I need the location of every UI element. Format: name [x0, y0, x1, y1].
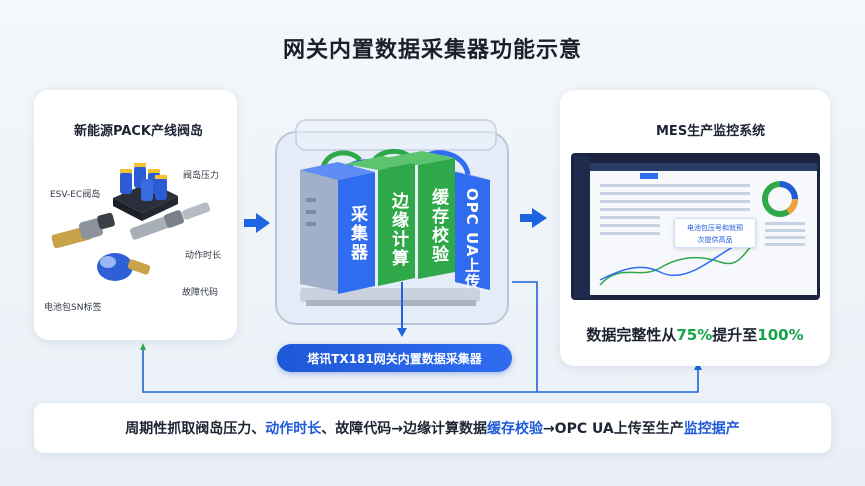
mes-popup: 电池包压号和就预 次提供高品	[674, 218, 756, 248]
label-valve-pressure: 阀岛压力	[183, 171, 220, 181]
gateway-modules	[300, 151, 490, 294]
module-collector-label: 采集器	[347, 205, 367, 262]
arrow-right-icon	[244, 213, 270, 233]
valve-island-title: 新能源PACK产线阀岛	[74, 124, 204, 139]
label-fault-code: 故障代码	[182, 288, 219, 298]
label-esv-ec: ESV-EC阀岛	[50, 190, 101, 200]
arrow-right-icon-2	[520, 208, 547, 228]
process-description-panel: 周期性抓取阀岛压力、动作时长、故障代码→边缘计算数据缓存校验→OPC UA上传至…	[34, 403, 831, 453]
mes-title: MES生产监控系统	[656, 124, 766, 139]
module-cache-label: 缓存校验	[428, 188, 448, 264]
label-battery-sn: 电池包SN标签	[44, 303, 102, 313]
process-description: 周期性抓取阀岛压力、动作时长、故障代码→边缘计算数据缓存校验→OPC UA上传至…	[125, 421, 740, 437]
module-opcua-label: OPC UA上传	[463, 188, 481, 290]
valve-connector-icon	[51, 212, 115, 249]
integrity-result: 数据完整性从75%提升至100%	[586, 326, 804, 344]
result-from: 75%	[676, 326, 713, 344]
label-action-time: 动作时长	[185, 251, 222, 261]
fault-sensor-icon	[97, 253, 151, 281]
product-label: 塔讯TX181网关内置数据采集器	[277, 344, 512, 372]
module-edge-label: 边缘计算	[388, 192, 408, 268]
flow-lines	[140, 281, 702, 393]
battery-pack-icon	[113, 163, 178, 221]
page-title: 网关内置数据采集器功能示意	[282, 38, 582, 63]
result-to: 100%	[757, 326, 804, 344]
sensor-connector-icon	[129, 202, 211, 240]
